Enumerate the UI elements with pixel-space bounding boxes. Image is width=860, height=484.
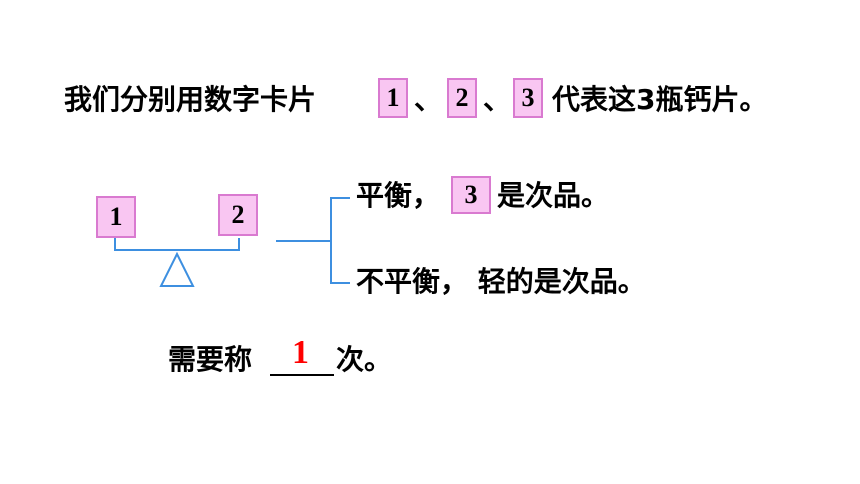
unbalanced-text: 不平衡， 轻的是次品。 xyxy=(356,265,646,298)
question-suffix: 次。 xyxy=(336,343,393,376)
answer-blank xyxy=(270,374,334,376)
scale-left-card: 1 xyxy=(96,196,136,238)
balanced-prefix: 平衡， xyxy=(356,179,441,212)
question-prefix: 需要称 xyxy=(168,343,253,376)
intro-text-start: 我们分别用数字卡片 xyxy=(64,83,317,116)
number-card-1: 1 xyxy=(378,78,408,118)
scale-fulcrum-icon xyxy=(159,251,195,287)
separator-1: 、 xyxy=(414,83,443,116)
scale-right-card: 2 xyxy=(218,194,258,236)
balanced-card-3: 3 xyxy=(451,176,491,214)
outcome-bracket xyxy=(330,197,350,284)
scale-beam xyxy=(114,238,240,251)
balanced-suffix: 是次品。 xyxy=(497,179,610,212)
number-card-2: 2 xyxy=(447,78,477,118)
intro-text-end: 代表这3瓶钙片。 xyxy=(552,83,768,116)
answer-value: 1 xyxy=(292,334,309,371)
separator-2: 、 xyxy=(483,83,512,116)
number-card-3: 3 xyxy=(513,78,543,118)
